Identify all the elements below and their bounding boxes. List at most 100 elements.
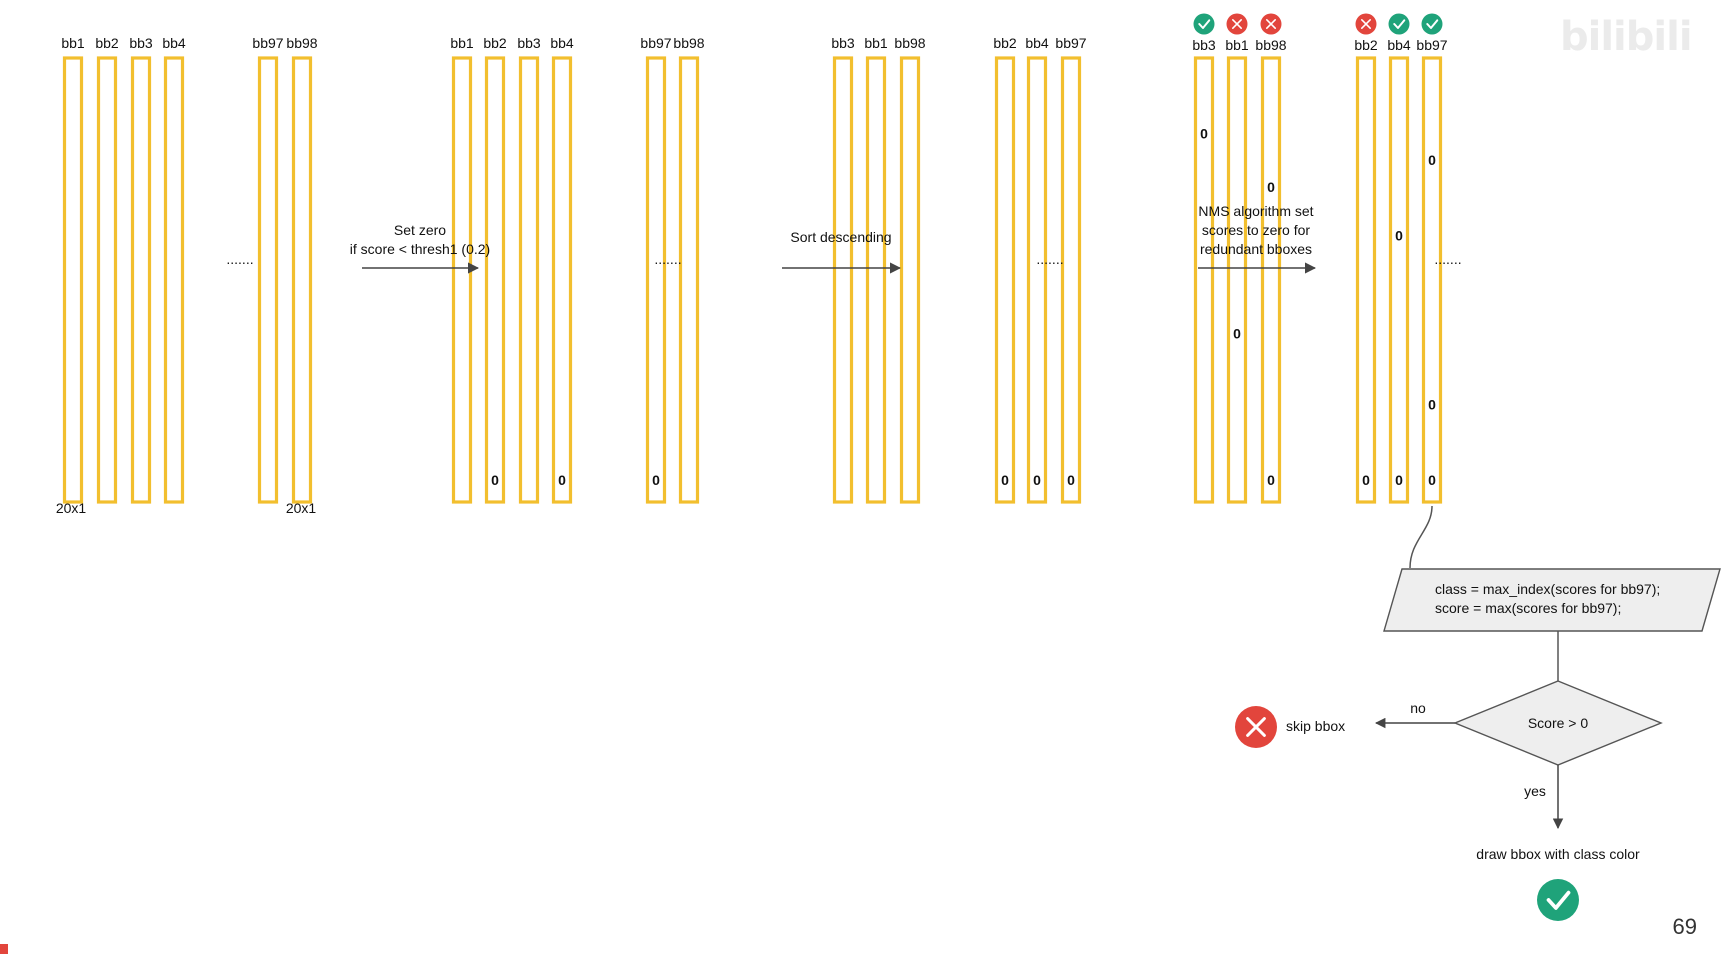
bbox-score-bar-bb4	[1388, 56, 1410, 504]
ellipsis-g2: .......	[654, 251, 681, 267]
step-caption-3-1: scores to zero for	[1202, 222, 1310, 238]
bbox-score-bar-bb1	[451, 56, 473, 504]
step-caption-3-2: redundant bboxes	[1200, 241, 1312, 257]
ellipsis-g4: .......	[1434, 251, 1461, 267]
bar-label-bb1: bb1	[450, 35, 474, 51]
bar-label-bb4: bb4	[550, 35, 574, 51]
step-caption-1-0: Set zero	[394, 222, 446, 238]
bar-label-bb3: bb3	[831, 35, 855, 51]
bbox-score-bar-bb97	[645, 56, 667, 504]
bbox-score-bar-bb2	[96, 56, 118, 504]
keep-check-icon-bb4-mark	[1393, 19, 1406, 29]
zero-score-bb4-0: 0	[1033, 472, 1041, 488]
watermark: bilibili	[1560, 14, 1693, 60]
bbox-score-bar-bb97	[257, 56, 279, 504]
bbox-score-bar-bb98	[899, 56, 921, 504]
bar-label-bb2: bb2	[1354, 37, 1378, 53]
bar-label-bb4: bb4	[1387, 37, 1411, 53]
step-caption-1-1: if score < thresh1 (0.2)	[350, 241, 490, 257]
zero-score-bb2-0: 0	[491, 472, 499, 488]
bar-label-bb4: bb4	[162, 35, 186, 51]
dims-label-last: 20x1	[286, 500, 317, 516]
bbox-score-bar-bb1	[62, 56, 84, 504]
step-caption-3-0: NMS algorithm set	[1198, 203, 1313, 219]
page-number: 69	[1672, 914, 1697, 939]
suppress-cross-icon-bb2-mark	[1361, 19, 1371, 29]
bar-label-bb97: bb97	[1416, 37, 1447, 53]
bbox-score-bar-bb3	[1193, 56, 1215, 504]
decision-text: Score > 0	[1528, 715, 1589, 731]
keep-check-icon-bb4	[1388, 13, 1410, 35]
bbox-score-bar-bb4	[163, 56, 185, 504]
bbox-score-bar-bb4	[551, 56, 573, 504]
no-label: no	[1410, 700, 1426, 716]
bbox-score-bar-bb2	[1355, 56, 1377, 504]
ellipsis-g3: .......	[1036, 251, 1063, 267]
bar-label-bb4: bb4	[1025, 35, 1049, 51]
zero-score-bb4-1: 0	[1395, 472, 1403, 488]
bbox-score-bar-bb3	[832, 56, 854, 504]
suppress-cross-icon-bb1-mark	[1232, 19, 1242, 29]
zero-score-bb98-1: 0	[1267, 472, 1275, 488]
zero-score-bb4-0: 0	[1395, 228, 1403, 244]
parallelogram-text-0: class = max_index(scores for bb97);	[1435, 581, 1660, 597]
bar-label-bb3: bb3	[517, 35, 541, 51]
connector-bar-to-box	[1409, 505, 1433, 569]
bar-label-bb97: bb97	[1055, 35, 1086, 51]
bbox-score-bar-bb1	[865, 56, 887, 504]
zero-score-bb3-0: 0	[1200, 125, 1208, 141]
zero-score-bb2-0: 0	[1001, 472, 1009, 488]
bbox-score-bar-bb98	[291, 56, 313, 504]
dims-label-first: 20x1	[56, 500, 87, 516]
bbox-score-bar-bb1	[1226, 56, 1248, 504]
bar-label-bb1: bb1	[1225, 37, 1249, 53]
zero-score-bb4-0: 0	[558, 472, 566, 488]
bar-label-bb1: bb1	[61, 35, 85, 51]
bbox-score-bar-bb97	[1421, 56, 1443, 504]
zero-score-bb97-0: 0	[1067, 472, 1075, 488]
cross-circle-icon-mark	[1246, 717, 1266, 737]
keep-check-icon-bb97	[1421, 13, 1443, 35]
keep-check-icon-bb3	[1193, 13, 1215, 35]
yes-label: yes	[1524, 783, 1546, 799]
zero-score-bb1-0: 0	[1233, 325, 1241, 341]
zero-score-bb97-0: 0	[1428, 152, 1436, 168]
bar-label-bb2: bb2	[95, 35, 119, 51]
bar-label-bb3: bb3	[1192, 37, 1216, 53]
bar-label-bb97: bb97	[252, 35, 283, 51]
bar-label-bb3: bb3	[129, 35, 153, 51]
bbox-score-bar-bb4	[1026, 56, 1048, 504]
bbox-score-bar-bb3	[518, 56, 540, 504]
bbox-score-bar-bb98	[1260, 56, 1282, 504]
zero-score-bb2-0: 0	[1362, 472, 1370, 488]
bar-label-bb2: bb2	[993, 35, 1017, 51]
bar-label-bb98: bb98	[286, 35, 317, 51]
data-parallelogram	[1383, 568, 1721, 632]
check-circle-icon	[1537, 879, 1579, 921]
bar-label-bb2: bb2	[483, 35, 507, 51]
skip-bbox-text: skip bbox	[1286, 718, 1345, 734]
zero-score-bb97-0: 0	[652, 472, 660, 488]
parallelogram-text-1: score = max(scores for bb97);	[1435, 600, 1621, 616]
corner-logo-fragment	[0, 944, 8, 954]
bbox-score-bar-bb2	[484, 56, 506, 504]
bbox-score-bar-bb98	[678, 56, 700, 504]
bbox-score-bar-bb97	[1060, 56, 1082, 504]
zero-score-bb98-0: 0	[1267, 179, 1275, 195]
bar-label-bb1: bb1	[864, 35, 888, 51]
check-circle-icon-mark	[1546, 890, 1571, 910]
zero-score-bb97-2: 0	[1428, 472, 1436, 488]
suppress-cross-icon-bb98-mark	[1266, 19, 1276, 29]
bar-label-bb98: bb98	[1255, 37, 1286, 53]
step-caption-2-0: Sort descending	[790, 229, 891, 245]
zero-score-bb97-1: 0	[1428, 396, 1436, 412]
draw-bbox-text: draw bbox with class color	[1476, 846, 1640, 862]
bar-label-bb97: bb97	[640, 35, 671, 51]
bbox-score-bar-bb2	[994, 56, 1016, 504]
keep-check-icon-bb97-mark	[1426, 19, 1439, 29]
keep-check-icon-bb3-mark	[1198, 19, 1211, 29]
bar-label-bb98: bb98	[673, 35, 704, 51]
bar-label-bb98: bb98	[894, 35, 925, 51]
